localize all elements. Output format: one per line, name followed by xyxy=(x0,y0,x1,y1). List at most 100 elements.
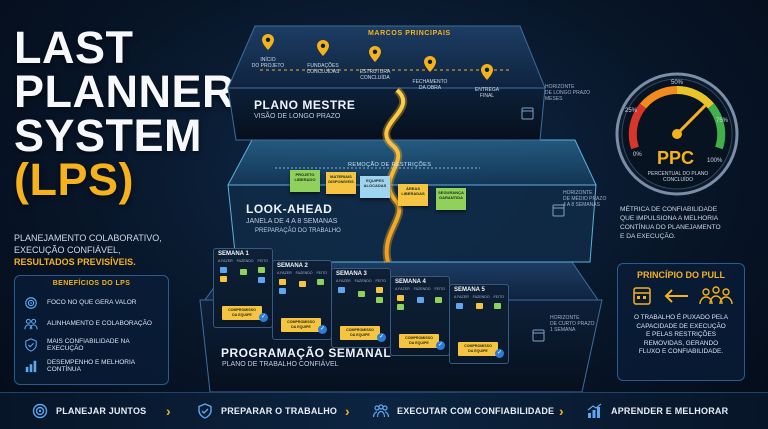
title-line-4: (LPS) xyxy=(14,154,134,205)
pull-line: REMOVIDAS, GERANDO xyxy=(643,339,719,347)
horizon-line: HORIZONTE xyxy=(563,190,593,196)
note-line: LIBERADO xyxy=(294,177,316,182)
note-line: EQUIPES xyxy=(366,178,384,183)
calendar-icon xyxy=(521,107,534,120)
subtitle-line-3: RESULTADOS PREVISÍVEIS. xyxy=(14,257,136,267)
master-horizon: HORIZONTE DE LONGO PRAZO MESES xyxy=(545,84,597,102)
ppc-gauge xyxy=(615,72,739,196)
task-note xyxy=(358,291,365,297)
task-note xyxy=(258,277,265,283)
task-note xyxy=(476,303,483,309)
benefit-label: ALINHAMENTO E COLABORAÇÃO xyxy=(47,320,152,327)
people-icon xyxy=(24,318,38,329)
gauge-needle xyxy=(675,104,707,136)
col-header: FEITO xyxy=(316,271,328,275)
milestone-line-1: ESTRUTURA xyxy=(359,69,391,75)
metric-text: MÉTRICA DE CONFIABILIDADE QUE IMPULSIONA… xyxy=(620,205,740,241)
bar-chart-icon xyxy=(25,360,37,372)
milestone-line-1: INÍCIO xyxy=(260,57,276,63)
col-header: A FAZER xyxy=(217,259,233,263)
col-header: FEITO xyxy=(375,279,387,283)
removal-label: REMOÇÃO DE RESTRIÇÕES xyxy=(348,162,432,168)
pull-line: CAPACIDADE DE EXECUÇÃO xyxy=(636,322,726,330)
week-title: SEMANA 3 xyxy=(336,271,367,277)
chevron-right-icon: › xyxy=(345,403,350,419)
task-note xyxy=(435,297,442,303)
col-header: FAZENDO xyxy=(236,259,254,263)
commit-line: COMPROMISSO xyxy=(287,320,315,324)
gauge-tick: 0% xyxy=(633,152,642,158)
weekly-title: PROGRAMAÇÃO SEMANAL xyxy=(221,346,392,360)
metric-line: MÉTRICA DE CONFIABILIDADE xyxy=(620,206,718,213)
commit-line: DA EQUIPE xyxy=(409,340,429,345)
lookahead-horizon: HORIZONTE DE MÉDIO PRAZO 4 A 8 SEMANAS xyxy=(563,190,615,208)
map-pin-icon xyxy=(369,46,381,62)
milestone-line-2: CONCLUÍDA xyxy=(360,75,390,81)
commit-line: DA EQUIPE xyxy=(468,348,488,353)
week-title: SEMANA 1 xyxy=(218,251,249,257)
ppc-description: PERCENTUAL DO PLANO CONCLUÍDO xyxy=(640,171,716,183)
note-line: MATERIAIS xyxy=(330,174,352,179)
footer-step: APRENDER E MELHORAR xyxy=(587,403,729,418)
benefit-label: FOCO NO QUE GERA VALOR xyxy=(47,299,137,306)
calendar-icon xyxy=(532,329,545,342)
lookahead-slab-front xyxy=(227,184,597,263)
col-header: A FAZER xyxy=(276,271,292,275)
master-title: PLANO MESTRE xyxy=(254,98,356,112)
task-note xyxy=(338,287,345,293)
benefit-label: DESEMPENHO E MELHORIA CONTÍNUA xyxy=(47,358,135,373)
check-icon: ✓ xyxy=(495,349,504,358)
pull-illustration xyxy=(633,286,733,305)
map-pin-icon xyxy=(262,34,274,50)
task-note xyxy=(279,288,286,294)
task-note xyxy=(417,297,424,303)
benefits-title: BENEFÍCIOS DO LPS xyxy=(52,280,131,287)
footer-step: PREPARAR O TRABALHO xyxy=(197,403,338,419)
commit-line: COMPROMISSO xyxy=(346,328,374,332)
footer-step-label: PLANEJAR JUNTOS xyxy=(56,406,147,416)
check-icon: ✓ xyxy=(377,333,386,342)
task-note xyxy=(220,267,227,273)
pull-line: O TRABALHO É PUXADO PELA xyxy=(634,314,728,321)
col-header: FAZENDO xyxy=(295,271,313,275)
people-icon xyxy=(373,404,389,418)
target-icon xyxy=(32,403,48,419)
gauge-tick: 50% xyxy=(671,80,684,86)
footer-step-label: PREPARAR O TRABALHO xyxy=(221,406,338,416)
task-note xyxy=(317,279,324,285)
gauge-tick: 25% xyxy=(625,108,638,114)
horizon-line: 4 A 8 SEMANAS xyxy=(563,202,600,208)
milestone-line-2: DA OBRA xyxy=(418,85,442,91)
benefit-item: MAIS CONFIABILIDADE NA EXECUÇÃO xyxy=(23,334,160,355)
task-note xyxy=(376,287,383,293)
commit-line: COMPROMISSO xyxy=(228,308,256,312)
horizon-line: HORIZONTE xyxy=(545,84,575,90)
task-note xyxy=(376,297,383,303)
target-icon xyxy=(25,296,37,309)
subtitle-line-2: EXECUÇÃO CONFIÁVEL, xyxy=(14,245,121,255)
footer-step-label: APRENDER E MELHORAR xyxy=(611,406,729,416)
map-pin-icon xyxy=(317,40,329,56)
col-header: FEITO xyxy=(257,259,269,263)
calendar-icon xyxy=(552,204,565,217)
metric-line: E DA EXECUÇÃO. xyxy=(620,233,676,240)
benefit-label: MAIS CONFIABILIDADE NA EXECUÇÃO xyxy=(47,337,130,352)
gauge-arc-green xyxy=(707,103,726,150)
milestone-line-2: DO PROJETO xyxy=(251,63,285,69)
main-title: LAST PLANNER SYSTEM (LPS) xyxy=(14,25,235,205)
shield-check-icon xyxy=(25,337,37,352)
lookahead-title: LOOK-AHEAD xyxy=(246,202,333,216)
pull-principle-panel: PRINCÍPIO DO PULL O TRABALHO É PUXADO PE… xyxy=(617,263,745,381)
task-note xyxy=(494,303,501,309)
